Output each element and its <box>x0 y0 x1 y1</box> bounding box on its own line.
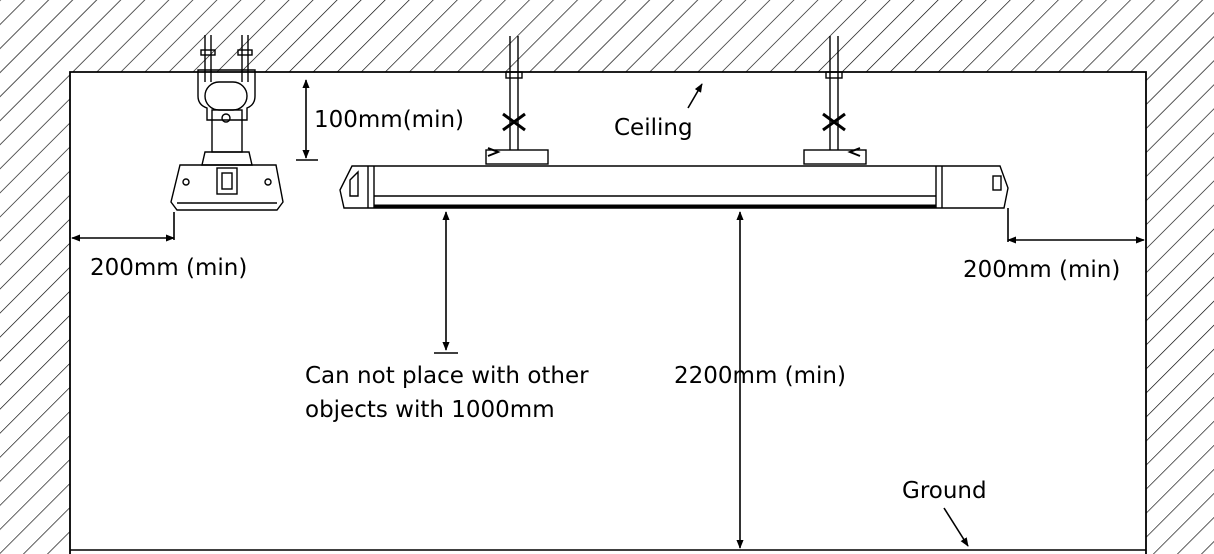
label-below-clearance-line2: objects with 1000mm <box>305 397 555 423</box>
label-below-clearance-line1: Can not place with other <box>305 363 589 389</box>
heater-front-view <box>339 36 1009 209</box>
label-left-wall-clearance: 200mm (min) <box>90 255 248 281</box>
label-top-clearance: 100mm(min) <box>314 107 465 133</box>
label-right-wall-clearance: 200mm (min) <box>963 257 1121 283</box>
ceiling-pointer <box>687 83 703 109</box>
room-outline <box>69 71 1147 554</box>
dimension-lines <box>71 79 1145 549</box>
label-ceiling: Ceiling <box>614 115 693 141</box>
heater-side-view <box>170 35 284 211</box>
label-floor-clearance: 2200mm (min) <box>674 363 846 389</box>
label-ground: Ground <box>902 478 987 504</box>
ground-pointer <box>943 507 969 547</box>
